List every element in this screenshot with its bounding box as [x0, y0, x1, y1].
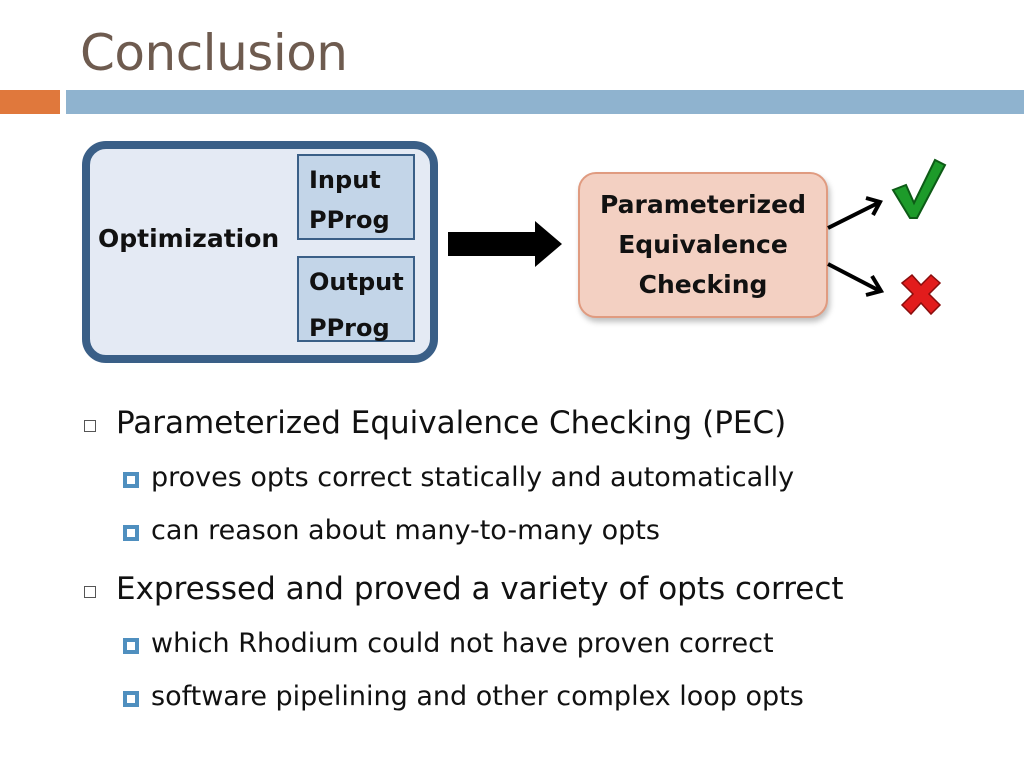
sub-bullet-marker [123, 525, 139, 541]
header-rule-bar [66, 90, 1024, 114]
bullet-marker [84, 586, 96, 598]
success-arrow [827, 196, 883, 230]
pec-label-line-2: Equivalence [618, 230, 788, 259]
sub-bullet-proves: proves opts correct statically and autom… [151, 462, 795, 493]
pec-label-line-1: Parameterized [600, 190, 806, 219]
optimization-label: Optimization [98, 224, 280, 253]
bullet-expressed: Expressed and proved a variety of opts c… [116, 571, 844, 607]
output-pprog-label: PProg [309, 314, 390, 342]
sub-bullet-rhodium: which Rhodium could not have proven corr… [151, 628, 774, 659]
check-mark-icon [891, 158, 947, 219]
bullet-pec: Parameterized Equivalence Checking (PEC) [116, 405, 787, 441]
block-arrow [448, 221, 562, 267]
sub-bullet-marker [123, 638, 139, 654]
sub-bullet-marker [123, 472, 139, 488]
cross-mark-icon [900, 273, 942, 316]
input-pprog-label: PProg [309, 206, 390, 234]
input-pprog-box: Input PProg [297, 154, 415, 240]
sub-bullet-pipelining: software pipelining and other complex lo… [151, 681, 804, 712]
slide-title: Conclusion [80, 24, 348, 82]
sub-bullet-marker [123, 691, 139, 707]
sub-bullet-many-to-many: can reason about many-to-many opts [151, 515, 660, 546]
pec-label-line-3: Checking [638, 270, 768, 299]
header-accent-bar [0, 90, 60, 114]
bullet-marker [84, 420, 96, 432]
input-label: Input [309, 166, 381, 194]
failure-arrow [827, 262, 885, 297]
output-label: Output [309, 268, 404, 296]
output-pprog-box: Output PProg [297, 256, 415, 342]
pec-box: Parameterized Equivalence Checking [578, 172, 828, 318]
